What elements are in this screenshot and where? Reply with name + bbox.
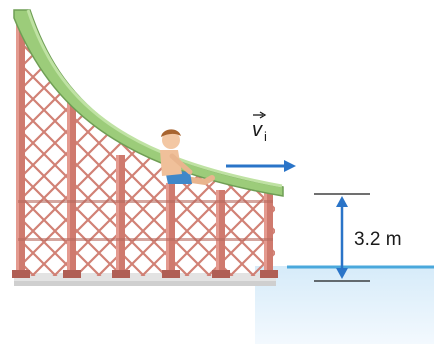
velocity-arrow	[226, 160, 296, 172]
child-icon	[160, 129, 215, 186]
scaffold	[12, 18, 278, 278]
velocity-subscript: i	[264, 129, 267, 144]
height-marker	[314, 193, 370, 282]
velocity-symbol: v	[252, 119, 263, 141]
velocity-label: v i	[252, 111, 267, 144]
height-label: 3.2 m	[354, 229, 402, 250]
water-surface	[255, 266, 434, 344]
slide	[13, 9, 284, 197]
